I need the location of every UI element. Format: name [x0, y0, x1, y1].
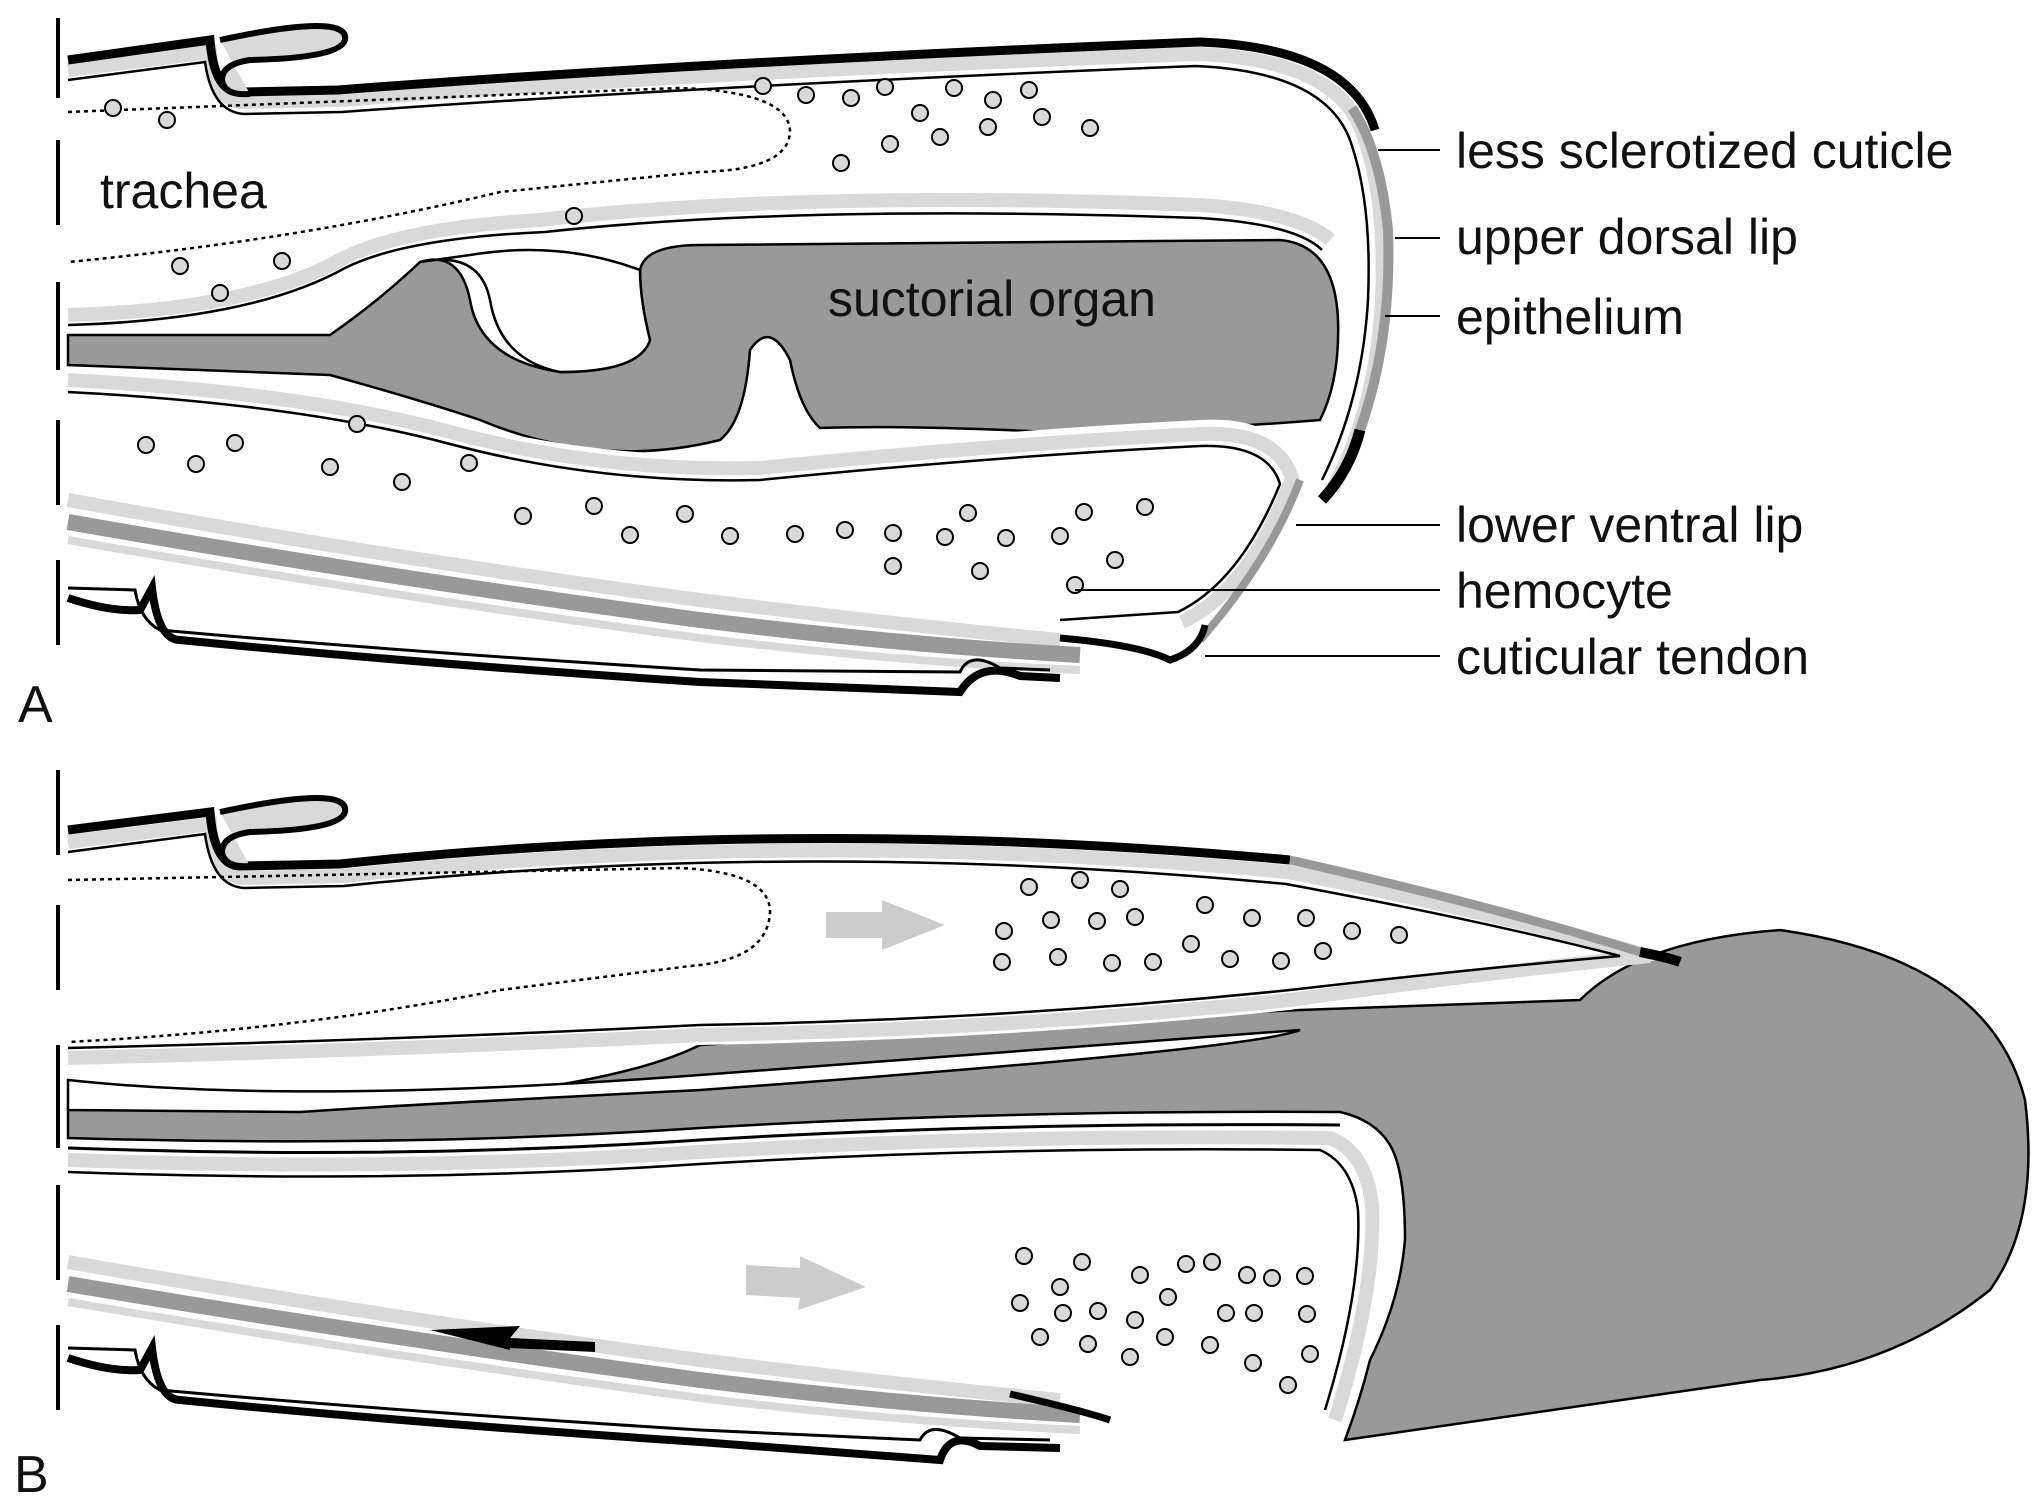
ventral-layer-grey-a	[66, 514, 1081, 663]
tendon-arrow	[430, 1326, 595, 1352]
suctorial-organ-label: suctorial organ	[828, 271, 1156, 327]
cuticular-tendon-label: cuticular tendon	[1456, 629, 1809, 685]
leader-lines-a	[1075, 149, 1440, 657]
lower-ventral-lip-label: lower ventral lip	[1456, 497, 1803, 553]
upper-inner-boundary-line-a	[67, 212, 1323, 327]
panel-b: B	[14, 770, 2030, 1502]
hemocytes-a	[104, 77, 1154, 594]
cuticular-tendon-b	[1009, 1390, 1112, 1424]
trachea-outline-a	[67, 86, 792, 264]
ventral-layer-light2-a	[67, 536, 1081, 674]
dorsal-inner-line-a	[67, 60, 1370, 481]
dorsal-fold-b	[218, 795, 349, 870]
lower-inner-line-b	[67, 1148, 1360, 1411]
ventral-fold-a	[67, 586, 1051, 674]
dorsal-inner-line-b	[67, 832, 1621, 1050]
ventral-layer-grey-b	[66, 1276, 1081, 1423]
panel-a-label: A	[18, 676, 53, 734]
lower-epithelium-band-a	[67, 373, 1300, 629]
channel-b	[66, 1028, 1301, 1114]
ventral-fold-b	[67, 1346, 1051, 1442]
lower-outer-line-b	[67, 1123, 1341, 1154]
cuticular-tendon-a	[1059, 624, 1209, 664]
lower-ventral-lip-edge-a	[1196, 478, 1304, 643]
ventral-cuticle-a	[66, 575, 1061, 697]
panel-a: trachea suctorial organ less sclerotized…	[18, 18, 1953, 734]
epithelium-label: epithelium	[1456, 289, 1684, 345]
epithelium-band-b	[67, 816, 1652, 1065]
hemocytes-b	[993, 871, 1408, 1394]
panel-b-label: B	[14, 1446, 49, 1502]
hemocyte-label: hemocyte	[1456, 563, 1673, 619]
suctorial-cavity-a	[419, 248, 652, 374]
trachea-outline-b	[67, 866, 772, 1044]
less-sclerotized-cuticle-label: less sclerotized cuticle	[1456, 123, 1953, 179]
trachea-label: trachea	[100, 163, 267, 219]
ventral-layer-light-a	[66, 493, 1061, 647]
dorsal-fold-a	[218, 23, 349, 98]
upper-dorsal-lip-label: upper dorsal lip	[1456, 209, 1798, 265]
flow-arrow-dorsal	[826, 900, 945, 950]
lower-epithelium-band-b	[67, 1130, 1380, 1423]
suctorial-organ-a	[66, 238, 1340, 453]
ventral-layer-light-b	[66, 1255, 1061, 1407]
less-sclerotized-cuticle-a	[1347, 105, 1394, 432]
flow-arrow-ventral	[746, 1256, 866, 1310]
lower-inner-line-a	[67, 390, 1282, 622]
lower-ventral-lip-body-a	[68, 368, 1300, 640]
tip-black-a	[1317, 428, 1366, 504]
ventral-cuticle-b	[66, 1335, 1061, 1465]
less-sclerotized-cuticle-b	[1289, 855, 1642, 957]
tip-black-b	[1639, 947, 1682, 967]
ventral-layer-light2-b	[67, 1298, 1081, 1434]
